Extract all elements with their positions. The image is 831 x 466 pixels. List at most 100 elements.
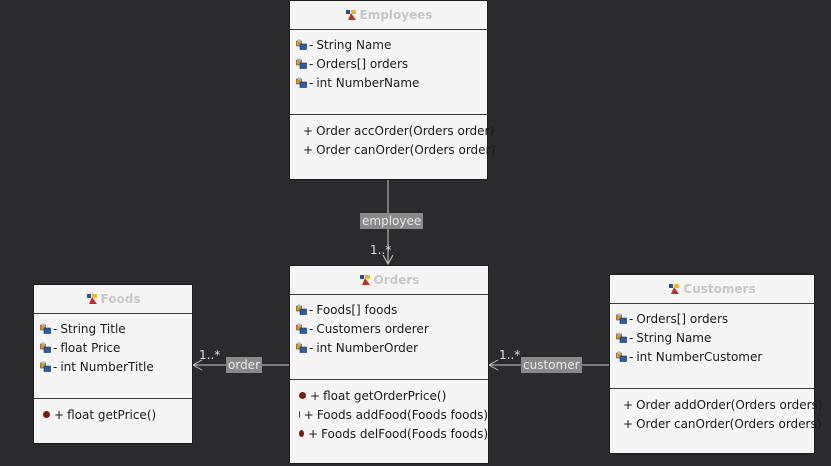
attribute-text: int NumberTitle	[60, 359, 154, 374]
attributes-compartment: -Orders[] orders-String Name-int NumberC…	[610, 304, 814, 389]
class-icon	[669, 284, 680, 294]
association-label-order[interactable]: order	[226, 357, 262, 373]
operation-text: float getOrderPrice()	[323, 388, 447, 403]
visibility-marker: +	[303, 142, 314, 157]
operations-compartment: +float getOrderPrice()+Foods addFood(Foo…	[290, 380, 488, 443]
attribute-row[interactable]: -Customers orderer	[290, 319, 488, 338]
field-icon	[616, 332, 627, 343]
class-icon	[86, 294, 97, 304]
operation-text: Order accOrder(Orders order)	[316, 123, 495, 138]
class-box-orders[interactable]: Orders -Foods[] foods-Customers orderer-…	[289, 265, 489, 464]
attribute-text: float Price	[60, 340, 121, 355]
field-icon	[296, 77, 307, 88]
visibility-marker: -	[53, 321, 58, 336]
visibility-marker: -	[629, 330, 634, 345]
field-icon	[40, 342, 51, 353]
field-icon	[40, 361, 51, 372]
class-name: Orders	[373, 273, 420, 287]
visibility-marker: -	[309, 37, 314, 52]
operation-icon	[299, 392, 306, 399]
class-box-foods[interactable]: Foods -String Title-float Price-int Numb…	[33, 284, 193, 444]
attribute-text: Orders[] orders	[316, 56, 409, 71]
attribute-text: Orders[] orders	[636, 311, 729, 326]
operation-row[interactable]: +Foods addFood(Foods foods)	[290, 405, 488, 424]
operation-text: float getPrice()	[67, 407, 157, 422]
operation-row[interactable]: +Foods delFood(Foods foods)	[290, 424, 488, 443]
class-box-customers[interactable]: Customers -Orders[] orders-String Name-i…	[609, 274, 822, 454]
arrowhead-customer	[487, 359, 499, 371]
operation-icon	[43, 411, 50, 418]
attribute-row[interactable]: -Orders[] orders	[290, 54, 487, 73]
attribute-text: Customers orderer	[316, 321, 429, 336]
visibility-marker: -	[53, 359, 58, 374]
attribute-row[interactable]: -Foods[] foods	[290, 300, 488, 319]
attribute-text: int NumberOrder	[316, 340, 419, 355]
operation-row[interactable]: +Order addOrder(Orders orders)	[610, 395, 822, 414]
attribute-row[interactable]: -String Name	[290, 35, 487, 54]
association-label-customer[interactable]: customer	[521, 357, 582, 373]
attribute-row[interactable]: -float Price	[34, 338, 192, 357]
operation-text: Foods delFood(Foods foods)	[321, 426, 488, 441]
operation-text: Order canOrder(Orders order)	[316, 142, 496, 157]
visibility-marker: +	[303, 123, 314, 138]
visibility-marker: -	[309, 321, 314, 336]
visibility-marker: -	[629, 311, 634, 326]
class-icon	[345, 10, 356, 20]
class-icon	[359, 275, 370, 285]
visibility-marker: +	[303, 407, 314, 422]
attribute-row[interactable]: -String Title	[34, 319, 192, 338]
attributes-compartment: -String Name-Orders[] orders-int NumberN…	[290, 30, 487, 115]
visibility-marker: -	[309, 56, 314, 71]
field-icon	[616, 313, 627, 324]
attribute-row[interactable]: -Orders[] orders	[610, 309, 814, 328]
attribute-row[interactable]: -int NumberCustomer	[610, 347, 814, 366]
operation-text: Foods addFood(Foods foods)	[316, 407, 488, 422]
attribute-text: int NumberCustomer	[636, 349, 763, 364]
visibility-marker: -	[53, 340, 58, 355]
field-icon	[296, 342, 307, 353]
multiplicity-employee: 1..*	[370, 243, 392, 257]
visibility-marker: -	[309, 302, 314, 317]
visibility-marker: -	[309, 75, 314, 90]
attribute-row[interactable]: -int NumberName	[290, 73, 487, 92]
operation-row[interactable]: +Order accOrder(Orders order)	[290, 121, 494, 140]
operations-compartment: +Order addOrder(Orders orders)+Order can…	[610, 389, 822, 433]
operation-row[interactable]: +float getOrderPrice()	[290, 386, 488, 405]
arrowhead-order	[191, 359, 203, 371]
field-icon	[296, 323, 307, 334]
attribute-text: int NumberName	[316, 75, 420, 90]
operations-compartment: +Order accOrder(Orders order)+Order canO…	[290, 115, 495, 159]
operation-row[interactable]: +Order canOrder(Orders order)	[290, 140, 495, 159]
operation-icon	[299, 411, 300, 418]
multiplicity-order: 1..*	[199, 348, 221, 362]
attribute-text: String Title	[60, 321, 126, 336]
operation-icon	[299, 430, 304, 437]
operation-row[interactable]: +Order canOrder(Orders orders)	[610, 414, 821, 433]
attribute-row[interactable]: -int NumberTitle	[34, 357, 192, 376]
field-icon	[616, 351, 627, 362]
attributes-compartment: -String Title-float Price-int NumberTitl…	[34, 314, 192, 399]
class-box-employees[interactable]: Employees -String Name-Orders[] orders-i…	[289, 0, 495, 180]
class-name: Employees	[359, 8, 433, 22]
attribute-row[interactable]: -String Name	[610, 328, 814, 347]
operations-compartment: +float getPrice()	[34, 399, 192, 424]
visibility-marker: +	[54, 407, 65, 422]
attribute-text: String Name	[636, 330, 712, 345]
attribute-text: Foods[] foods	[316, 302, 398, 317]
visibility-marker: +	[310, 388, 321, 403]
operation-row[interactable]: +float getPrice()	[34, 405, 192, 424]
attribute-row[interactable]: -int NumberOrder	[290, 338, 488, 357]
field-icon	[296, 304, 307, 315]
arrowhead-employee	[382, 254, 394, 266]
class-header: Customers	[610, 275, 814, 304]
visibility-marker: -	[629, 349, 634, 364]
field-icon	[296, 39, 307, 50]
multiplicity-customer: 1..*	[499, 348, 521, 362]
visibility-marker: -	[309, 340, 314, 355]
operation-text: Order addOrder(Orders orders)	[636, 397, 823, 412]
association-label-employee[interactable]: employee	[360, 213, 424, 229]
visibility-marker: +	[623, 416, 634, 431]
field-icon	[40, 323, 51, 334]
class-name: Foods	[100, 292, 141, 306]
visibility-marker: +	[623, 397, 634, 412]
